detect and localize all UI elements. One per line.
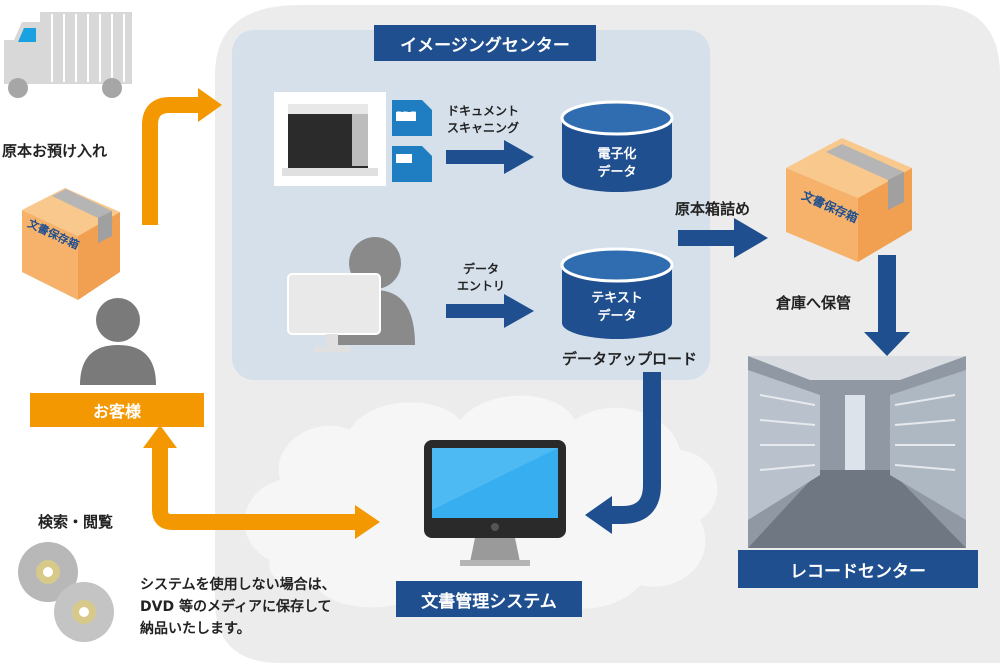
packing-arrow xyxy=(678,218,768,258)
storage-arrow xyxy=(864,255,910,356)
text-data-db xyxy=(560,247,674,339)
warehouse-image xyxy=(748,356,966,548)
tif-file-label: TIF xyxy=(397,154,413,164)
tif-file-icon xyxy=(392,146,432,182)
scanner-image xyxy=(274,92,386,186)
system-title: 文書管理システム xyxy=(396,581,582,617)
dvd-icon xyxy=(18,542,114,642)
scan-label: ドキュメント スキャニング xyxy=(440,103,526,137)
imaging-center-title: イメージングセンター xyxy=(374,25,596,61)
system-monitor-icon xyxy=(424,440,566,566)
electronic-data-label: 電子化 データ xyxy=(572,146,662,182)
electronic-data-line: 電子化 xyxy=(597,147,637,162)
storage-label: 倉庫へ保管 xyxy=(776,294,852,312)
customer-box-icon xyxy=(22,188,120,300)
entry-arrow xyxy=(446,294,534,328)
deposit-label: 原本お預け入れ xyxy=(2,142,108,160)
pdf-file-icon xyxy=(392,100,432,136)
entry-label: データ エントリ xyxy=(448,261,514,295)
search-label: 検索・閲覧 xyxy=(38,513,114,531)
dvd-note-line: DVD 等のメディアに保存して xyxy=(140,599,332,615)
scan-label-line: スキャニング xyxy=(446,121,519,135)
entry-label-line: エントリ xyxy=(456,279,505,293)
record-center-title: レコードセンター xyxy=(738,550,978,588)
record-box-icon xyxy=(786,138,912,262)
truck-icon xyxy=(4,12,132,98)
entry-label-line: データ xyxy=(462,262,499,276)
text-data-label: テキスト データ xyxy=(572,290,662,326)
customer-badge: お客様 xyxy=(30,393,204,427)
customer-person-icon xyxy=(80,298,156,385)
dvd-note: システムを使用しない場合は、 DVD 等のメディアに保存して 納品いたします。 xyxy=(140,574,336,640)
search-arrow xyxy=(152,445,360,530)
scan-label-line: ドキュメント xyxy=(446,104,519,118)
pdf-file-label: PDF xyxy=(396,111,417,121)
scan-arrow xyxy=(446,140,534,174)
upload-label: データアップロード xyxy=(562,350,698,368)
electronic-data-line: データ xyxy=(597,165,637,180)
electronic-data-db xyxy=(560,100,674,192)
packing-label: 原本箱詰め xyxy=(675,200,751,218)
text-data-line: データ xyxy=(597,309,637,324)
dvd-note-line: 納品いたします。 xyxy=(140,621,251,637)
dvd-note-line: システムを使用しない場合は、 xyxy=(140,577,336,593)
data-entry-monitor-icon xyxy=(287,273,381,352)
upload-arrow xyxy=(610,372,661,524)
deposit-arrow xyxy=(142,97,200,225)
text-data-line: テキスト xyxy=(591,291,643,306)
